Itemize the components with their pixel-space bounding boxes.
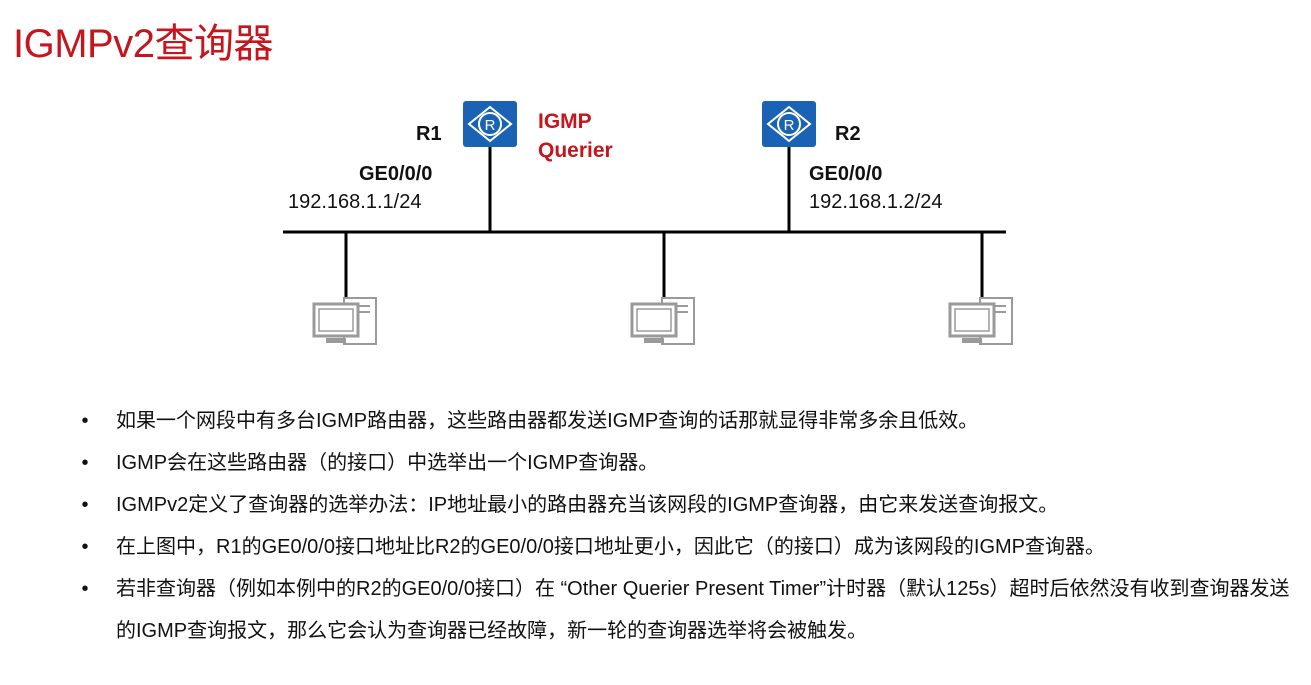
svg-text:R: R: [784, 117, 795, 134]
r2-ip: 192.168.1.2/24: [809, 191, 942, 213]
bullet-dot: •: [81, 578, 89, 600]
bullet-item: • IGMPv2定义了查询器的选举办法：IP地址最小的路由器充当该网段的IGMP查…: [78, 484, 1298, 526]
bullet-dot: •: [81, 494, 89, 516]
r2-name: R2: [835, 123, 861, 145]
bullet-text: IGMPv2定义了查询器的选举办法：IP地址最小的路由器充当该网段的IGMP查询…: [116, 494, 1059, 516]
querier-label-line2: Querier: [538, 139, 613, 162]
network-diagram: R R R1 IGMP Querier GE0/0/0 192.168.1.1/…: [283, 101, 1013, 345]
r1-name: R1: [416, 123, 442, 145]
bullet-text: 若非查询器（例如本例中的R2的GE0/0/0接口）在 “Other Querie…: [116, 578, 1290, 642]
router-icon: R: [762, 101, 816, 147]
bullet-text: 如果一个网段中有多台IGMP路由器，这些路由器都发送IGMP查询的话那就显得非常…: [116, 410, 979, 432]
computer-icon: [312, 297, 377, 345]
bullet-item: • 若非查询器（例如本例中的R2的GE0/0/0接口）在 “Other Queri…: [78, 568, 1298, 652]
bullet-item: • IGMP会在这些路由器（的接口）中选举出一个IGMP查询器。: [78, 442, 1298, 484]
querier-label-line1: IGMP: [538, 110, 592, 133]
bullet-item: • 如果一个网段中有多台IGMP路由器，这些路由器都发送IGMP查询的话那就显得非…: [78, 400, 1298, 442]
bullet-dot: •: [81, 410, 89, 432]
bullet-dot: •: [81, 536, 89, 558]
r1-ip: 192.168.1.1/24: [288, 191, 421, 213]
r2-interface: GE0/0/0: [809, 163, 882, 185]
bullet-dot: •: [81, 452, 89, 474]
r1-interface: GE0/0/0: [359, 163, 432, 185]
computer-icon: [630, 297, 695, 345]
router-icon: R: [463, 101, 517, 147]
svg-text:R: R: [485, 117, 496, 134]
bullet-item: • 在上图中，R1的GE0/0/0接口地址比R2的GE0/0/0接口地址更小，因此…: [78, 526, 1298, 568]
computer-icon: [948, 297, 1013, 345]
bullet-text: 在上图中，R1的GE0/0/0接口地址比R2的GE0/0/0接口地址更小，因此它…: [116, 536, 1106, 558]
bullet-list: • 如果一个网段中有多台IGMP路由器，这些路由器都发送IGMP查询的话那就显得非…: [78, 400, 1298, 652]
page-title: IGMPv2查询器: [13, 22, 273, 66]
bullet-text: IGMP会在这些路由器（的接口）中选举出一个IGMP查询器。: [116, 452, 659, 474]
